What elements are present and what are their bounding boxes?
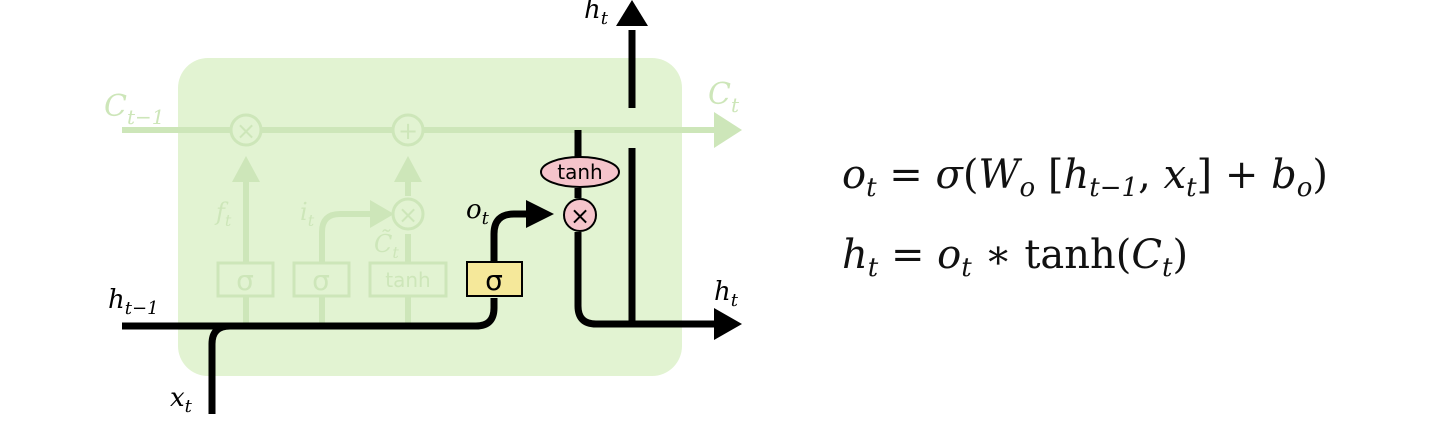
- sigma-symbol: σ: [485, 264, 503, 297]
- sigma-symbol: σ: [236, 264, 254, 297]
- times-symbol: ×: [236, 117, 256, 145]
- label-h-prev: ht−1: [108, 285, 159, 319]
- forget-gate-box: σ: [216, 261, 275, 298]
- label-h-t-right: ht: [714, 277, 739, 311]
- forget-multiply-op: ×: [229, 113, 263, 147]
- active-paths: [122, 30, 716, 414]
- arrow-right-ht: [714, 308, 742, 340]
- equation-output-gate: ot = σ(Wo [ht−1, xt] + bo): [842, 152, 1328, 203]
- times-symbol: ×: [398, 201, 418, 229]
- sigma-symbol: σ: [312, 264, 330, 297]
- output-multiply-op: ×: [563, 198, 597, 232]
- input-gate-box: σ: [292, 261, 351, 298]
- times-symbol: ×: [570, 202, 590, 230]
- tanh-pointwise-op: tanh: [540, 156, 620, 188]
- equation-hidden-state: ht = ot ∗ tanh(Ct): [842, 232, 1189, 283]
- input-multiply-op: ×: [391, 197, 425, 231]
- tanh-layer-box: tanh: [368, 261, 448, 298]
- arrow-up-ht: [616, 0, 648, 26]
- output-gate-sigma-box: σ: [466, 261, 523, 297]
- tanh-text: tanh: [385, 268, 430, 292]
- label-c-prev: Ct−1: [104, 89, 165, 129]
- plus-symbol: +: [398, 117, 418, 145]
- label-c-t: Ct: [708, 77, 740, 117]
- cell-add-op: +: [391, 113, 425, 147]
- tanh-text: tanh: [557, 160, 602, 184]
- label-x-t: xt: [170, 383, 193, 417]
- label-h-t-top: ht: [584, 0, 609, 29]
